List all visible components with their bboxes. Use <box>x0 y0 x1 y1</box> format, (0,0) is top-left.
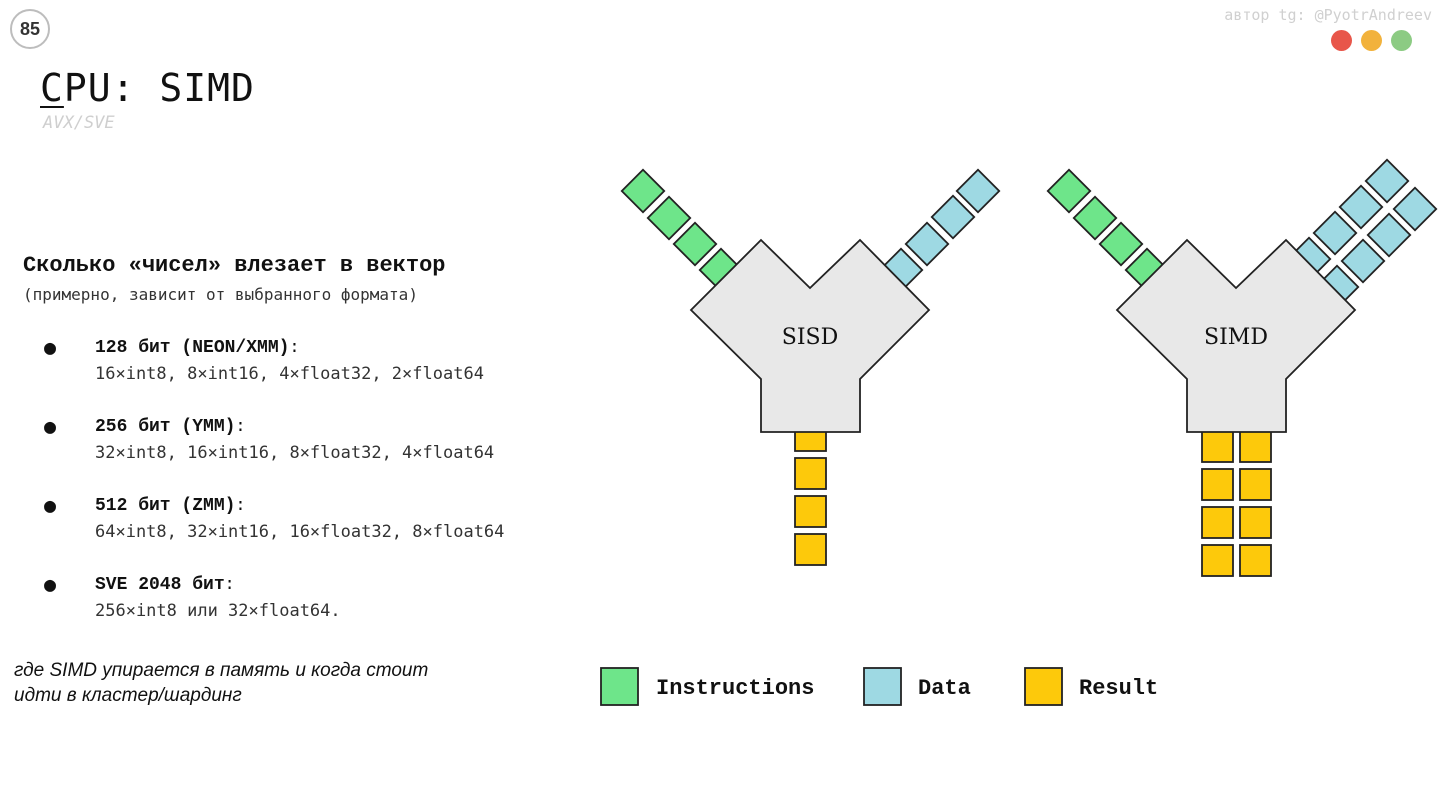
data-square-fill <box>904 221 950 267</box>
instruction-square <box>1098 221 1144 267</box>
data-square-fill <box>1392 186 1438 232</box>
instruction-square <box>646 195 692 241</box>
data-square <box>1312 210 1358 256</box>
bullet-head: SVE 2048 бит: <box>95 574 235 595</box>
instruction-square-fill <box>620 168 666 214</box>
sisd-label: SISD <box>782 325 838 350</box>
result-square <box>794 495 827 528</box>
legend-instructions-swatch <box>600 667 639 706</box>
legend-result-swatch <box>1024 667 1063 706</box>
green-dot <box>1391 30 1412 51</box>
bullet-head-suffix: : <box>235 495 246 514</box>
instruction-square <box>1046 168 1092 214</box>
bullet-line: 64×int8, 32×int16, 16×float32, 8×float64 <box>95 522 505 542</box>
question-heading: Сколько «чисел» влезает в вектор <box>23 253 446 278</box>
instruction-square-fill <box>646 195 692 241</box>
result-square <box>1239 427 1272 463</box>
data-square <box>1392 186 1438 232</box>
legend-data-label: Data <box>918 676 971 701</box>
data-square <box>955 168 1001 214</box>
result-square <box>1201 506 1234 539</box>
result-square <box>794 457 827 490</box>
sisd-processing-unit <box>689 238 931 433</box>
result-square <box>1239 544 1272 577</box>
legend-data-swatch <box>863 667 902 706</box>
result-square <box>1201 544 1234 577</box>
slide-title: CPU: SIMD <box>40 66 255 110</box>
result-square <box>1239 468 1272 501</box>
result-square <box>794 533 827 566</box>
bullet-line: 256×int8 или 32×float64. <box>95 601 341 621</box>
legend: Instructions Data Result <box>600 667 1158 706</box>
instruction-square-fill <box>1098 221 1144 267</box>
data-square <box>1340 238 1386 284</box>
data-square-fill <box>1312 210 1358 256</box>
bullet-head: 512 бит (ZMM): <box>95 495 245 516</box>
red-dot <box>1331 30 1352 51</box>
page-number: 85 <box>10 9 50 49</box>
slide-subtitle: AVX/SVE <box>43 113 115 133</box>
bullet-head-suffix: : <box>289 337 300 356</box>
window-dots <box>1331 30 1412 51</box>
data-square-fill <box>1338 184 1384 230</box>
author-credit: автор tg: @PyotrAndreev <box>1224 6 1432 24</box>
data-square <box>1338 184 1384 230</box>
yellow-dot <box>1361 30 1382 51</box>
result-square <box>1201 468 1234 501</box>
bullet-marker: ● <box>44 335 57 359</box>
simd-processing-unit <box>1115 238 1357 433</box>
bullet-head-bold: SVE 2048 бит <box>95 575 225 595</box>
instruction-square-fill <box>1072 195 1118 241</box>
title-first-letter: C <box>40 66 64 110</box>
simd-group: SIMD <box>1046 158 1438 577</box>
instruction-square <box>620 168 666 214</box>
title-rest: PU: SIMD <box>63 66 255 110</box>
instruction-square-fill <box>1046 168 1092 214</box>
bullet-marker: ● <box>44 414 57 438</box>
legend-instructions-label: Instructions <box>656 676 814 701</box>
instruction-square <box>1072 195 1118 241</box>
data-square-fill <box>1340 238 1386 284</box>
bullet-head-suffix: : <box>235 416 246 435</box>
data-square <box>1364 158 1410 204</box>
simd-label: SIMD <box>1204 325 1268 350</box>
data-square <box>904 221 950 267</box>
instruction-square-fill <box>672 221 718 267</box>
result-square <box>1201 427 1234 463</box>
sisd-group: SISD <box>620 168 1001 566</box>
bullet-head-bold: 128 бит (NEON/XMM) <box>95 338 290 358</box>
data-square <box>1366 212 1412 258</box>
data-square <box>930 194 976 240</box>
legend-result-label: Result <box>1079 676 1158 701</box>
data-square-fill <box>930 194 976 240</box>
bullet-line: 32×int8, 16×int16, 8×float32, 4×float64 <box>95 443 495 463</box>
question-note: (примерно, зависит от выбранного формата… <box>23 285 418 304</box>
data-square-fill <box>955 168 1001 214</box>
instruction-square <box>672 221 718 267</box>
bullet-head-suffix: : <box>224 574 235 593</box>
bullet-head: 256 бит (YMM): <box>95 416 245 437</box>
bullet-line: 16×int8, 8×int16, 4×float32, 2×float64 <box>95 364 484 384</box>
result-square <box>1239 506 1272 539</box>
bullet-head: 128 бит (NEON/XMM): <box>95 337 299 358</box>
bullet-marker: ● <box>44 493 57 517</box>
bullet-marker: ● <box>44 572 57 596</box>
data-square-fill <box>1366 212 1412 258</box>
data-square-fill <box>1364 158 1410 204</box>
bullet-head-bold: 256 бит (YMM) <box>95 417 236 437</box>
bullet-head-bold: 512 бит (ZMM) <box>95 496 236 516</box>
footnote: где SIMD упирается в память и когда стои… <box>14 660 429 706</box>
